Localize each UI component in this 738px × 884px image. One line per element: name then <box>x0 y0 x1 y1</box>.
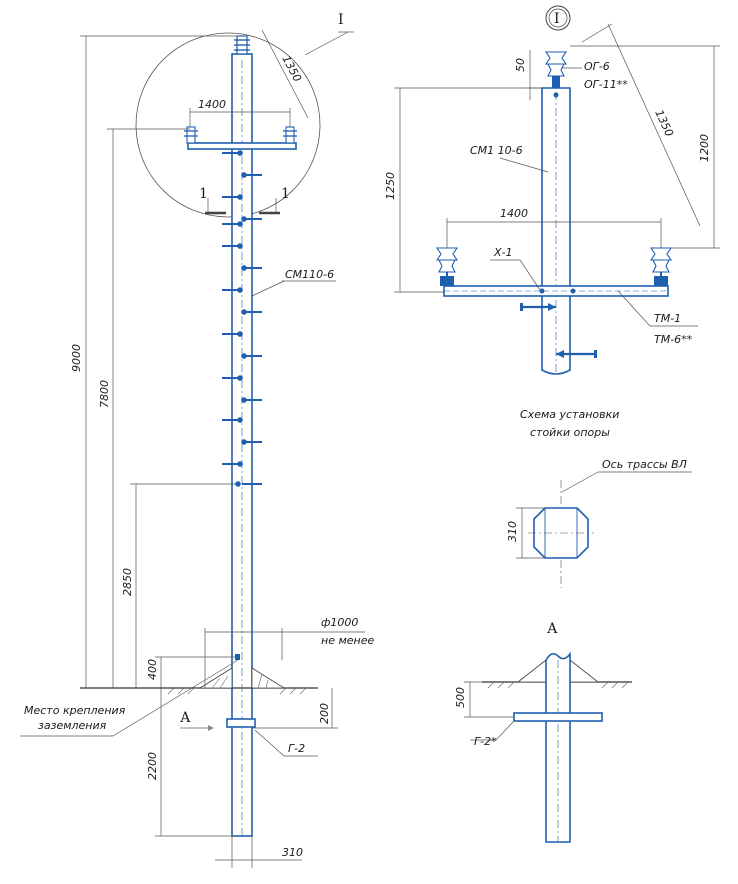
crossarm <box>187 142 297 150</box>
dim-cross-section: 310 <box>506 521 519 542</box>
dim-bracket-depth: 200 <box>318 703 331 724</box>
dim-pole-width: 310 <box>282 846 303 859</box>
foundation-note: не менее <box>321 634 374 647</box>
step-rungs <box>222 150 262 487</box>
view-a-title: А <box>547 621 558 637</box>
dim-above-ground: 7800 <box>98 380 111 408</box>
dim-detail-crossarm-span: 1400 <box>500 207 528 220</box>
bracket-label: Г-2 <box>288 742 305 755</box>
dim-total-height: 9000 <box>70 344 83 372</box>
route-axis-label: Ось трассы ВЛ <box>602 458 687 471</box>
insulator-label-2: ОГ-11** <box>584 78 628 91</box>
grounding-bolt <box>235 654 240 660</box>
dim-vertical-span: 1200 <box>698 134 711 162</box>
crossarm-label-2: ТМ-6** <box>654 333 693 346</box>
right-insulator-icon <box>283 126 297 144</box>
insulator-label-1: ОГ-6 <box>584 60 610 73</box>
detail-title-mark: I <box>554 11 560 27</box>
detail-right-insulator-icon <box>649 247 673 286</box>
detail-top-insulator-icon <box>544 51 568 98</box>
dim-detail-diagonal: 1350 <box>652 108 676 139</box>
detail-left-insulator-icon <box>435 247 459 286</box>
detail-step-rungs <box>520 303 597 358</box>
foundation-diameter: ф1000 <box>321 616 358 629</box>
clamp-label: Х-1 <box>493 246 513 259</box>
bracket <box>226 718 256 728</box>
grounding-note-2: заземления <box>38 719 107 732</box>
dim-bottom-offset: 400 <box>146 659 159 680</box>
left-insulator-icon <box>184 126 198 144</box>
section-marker-left: 1 <box>199 186 208 202</box>
pole-label: СМ110-6 <box>285 268 334 281</box>
scheme-title-2: стойки опоры <box>530 426 610 439</box>
view-a-bracket <box>513 712 603 722</box>
scheme-title-1: Схема установки <box>520 408 619 421</box>
dim-insulator-top: 50 <box>514 58 527 72</box>
view-a-bracket-label: Г-2* <box>474 735 497 748</box>
dim-view-a-depth: 500 <box>454 687 467 708</box>
crossarm-label-1: ТМ-1 <box>654 312 681 325</box>
detail-circle <box>135 32 321 218</box>
view-a-marker: А <box>180 710 191 726</box>
top-insulator-icon <box>234 35 250 55</box>
section-marker <box>205 198 280 215</box>
detail-pole-label: СМ1 10-6 <box>470 144 523 157</box>
dim-step-height: 2850 <box>121 568 134 596</box>
dim-buried-depth: 2200 <box>146 752 159 780</box>
detail-title-circle <box>545 5 571 31</box>
dim-top-to-crossarm: 1250 <box>384 172 397 200</box>
section-marker-right: 1 <box>281 186 290 202</box>
callout-mark: I <box>338 12 344 28</box>
grounding-note-1: Место крепления <box>24 704 126 717</box>
dim-crossarm-span: 1400 <box>198 98 226 111</box>
